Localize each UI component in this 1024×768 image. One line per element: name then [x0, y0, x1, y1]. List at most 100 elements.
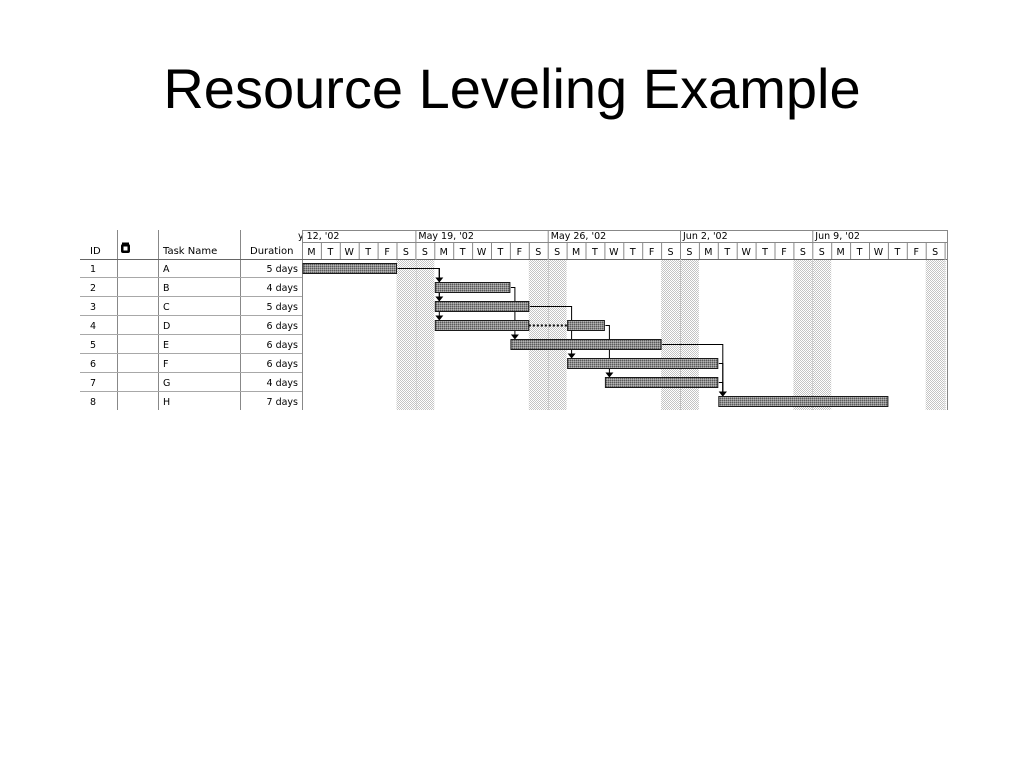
- task-bar: [718, 396, 889, 407]
- day-label: S: [686, 247, 692, 258]
- day-label: W: [477, 247, 487, 258]
- dependency-link: [605, 325, 610, 374]
- row-id: 5: [90, 340, 96, 351]
- dependency-arrowhead: [718, 391, 727, 397]
- day-label: T: [723, 247, 730, 258]
- day-label: S: [819, 247, 825, 258]
- dependency-link: [397, 268, 440, 317]
- day-label: W: [609, 247, 619, 258]
- row-duration: 4 days: [267, 378, 299, 389]
- row-task-name: G: [163, 378, 170, 389]
- day-label: M: [307, 247, 315, 258]
- row-task-name: C: [163, 302, 170, 313]
- table-header: ID Task Name Duration: [90, 242, 293, 257]
- row-task-name: F: [163, 359, 168, 370]
- row-duration: 5 days: [267, 302, 299, 313]
- day-label: T: [459, 247, 466, 258]
- grid-lines: [80, 230, 948, 410]
- task-bar: [302, 263, 397, 274]
- day-label: W: [345, 247, 355, 258]
- task-bars: [302, 263, 889, 407]
- week-label: Jun 2, '02: [682, 231, 728, 242]
- row-id: 3: [90, 302, 96, 313]
- header-id: ID: [90, 246, 101, 257]
- dependency-link: [718, 363, 724, 393]
- day-label: F: [781, 247, 786, 258]
- row-task-name: H: [163, 397, 170, 408]
- nonworking-shade: [528, 259, 548, 410]
- day-label: F: [384, 247, 389, 258]
- dependency-link: [718, 382, 724, 393]
- row-task-name: D: [163, 321, 170, 332]
- nonworking-shade: [661, 259, 680, 410]
- task-bar-split: [567, 320, 605, 331]
- nonworking-shade: [793, 259, 813, 410]
- task-bar: [604, 377, 719, 388]
- day-label: T: [364, 247, 371, 258]
- day-label: T: [856, 247, 863, 258]
- task-bar: [434, 282, 511, 293]
- row-task-name: E: [163, 340, 169, 351]
- day-label: S: [422, 247, 428, 258]
- row-id: 1: [90, 264, 96, 275]
- day-label: S: [554, 247, 560, 258]
- day-label: S: [535, 247, 541, 258]
- day-label: F: [914, 247, 919, 258]
- day-label: F: [649, 247, 654, 258]
- task-information-icon: [121, 242, 130, 253]
- row-duration: 7 days: [267, 397, 299, 408]
- dependency-arrowhead: [510, 334, 519, 340]
- dependency-arrowhead: [605, 372, 614, 378]
- day-label: S: [800, 247, 806, 258]
- dependency-arrowhead: [567, 353, 576, 359]
- day-label: W: [741, 247, 751, 258]
- header-task-name: Task Name: [162, 246, 217, 257]
- day-label: T: [761, 247, 768, 258]
- week-label: Jun 9, '02: [814, 231, 860, 242]
- day-label: M: [440, 247, 448, 258]
- nonworking-shade: [680, 259, 699, 410]
- dependency-arrowhead: [435, 315, 444, 321]
- day-label: S: [932, 247, 938, 258]
- day-label: T: [629, 247, 636, 258]
- gantt-svg: ID Task Name Duration 1 A 5 days 2 B 4 days 3 C…: [80, 230, 948, 410]
- row-id: 2: [90, 283, 96, 294]
- nonworking-shade: [812, 259, 832, 410]
- row-duration: 4 days: [267, 283, 299, 294]
- row-duration: 5 days: [267, 264, 299, 275]
- nonworking-shade: [547, 259, 567, 410]
- row-id: 6: [90, 359, 96, 370]
- task-bar: [510, 339, 662, 350]
- row-duration: 6 days: [267, 321, 299, 332]
- row-duration: 6 days: [267, 359, 299, 370]
- row-task-name: A: [163, 264, 170, 275]
- day-label: T: [497, 247, 504, 258]
- row-id: 4: [90, 321, 96, 332]
- week-label: May 26, '02: [551, 231, 607, 242]
- row-task-name: B: [163, 283, 170, 294]
- dependency-link: [529, 306, 573, 355]
- gantt-chart: ID Task Name Duration 1 A 5 days 2 B 4 days 3 C…: [80, 228, 948, 410]
- day-label: F: [517, 247, 522, 258]
- task-bar: [567, 358, 719, 369]
- row-id: 7: [90, 378, 96, 389]
- row-duration: 6 days: [267, 340, 299, 351]
- week-label: May 19, '02: [418, 231, 474, 242]
- nonworking-shade: [396, 259, 416, 410]
- task-bar: [434, 320, 530, 331]
- day-label: M: [572, 247, 580, 258]
- nonworking-shade: [415, 259, 435, 410]
- nonworking-shade: [925, 259, 945, 410]
- week-label: y 12, '02: [298, 231, 339, 242]
- task-bar: [434, 301, 530, 312]
- day-label: W: [874, 247, 884, 258]
- day-label: T: [591, 247, 598, 258]
- day-label: M: [837, 247, 845, 258]
- row-id: 8: [90, 397, 96, 408]
- task-table: 1 A 5 days 2 B 4 days 3 C 5 days 4 D 6 days 5 E 6 days…: [90, 264, 298, 408]
- day-label: S: [403, 247, 409, 258]
- header-duration: Duration: [250, 246, 293, 257]
- day-label: T: [326, 247, 333, 258]
- day-label: T: [893, 247, 900, 258]
